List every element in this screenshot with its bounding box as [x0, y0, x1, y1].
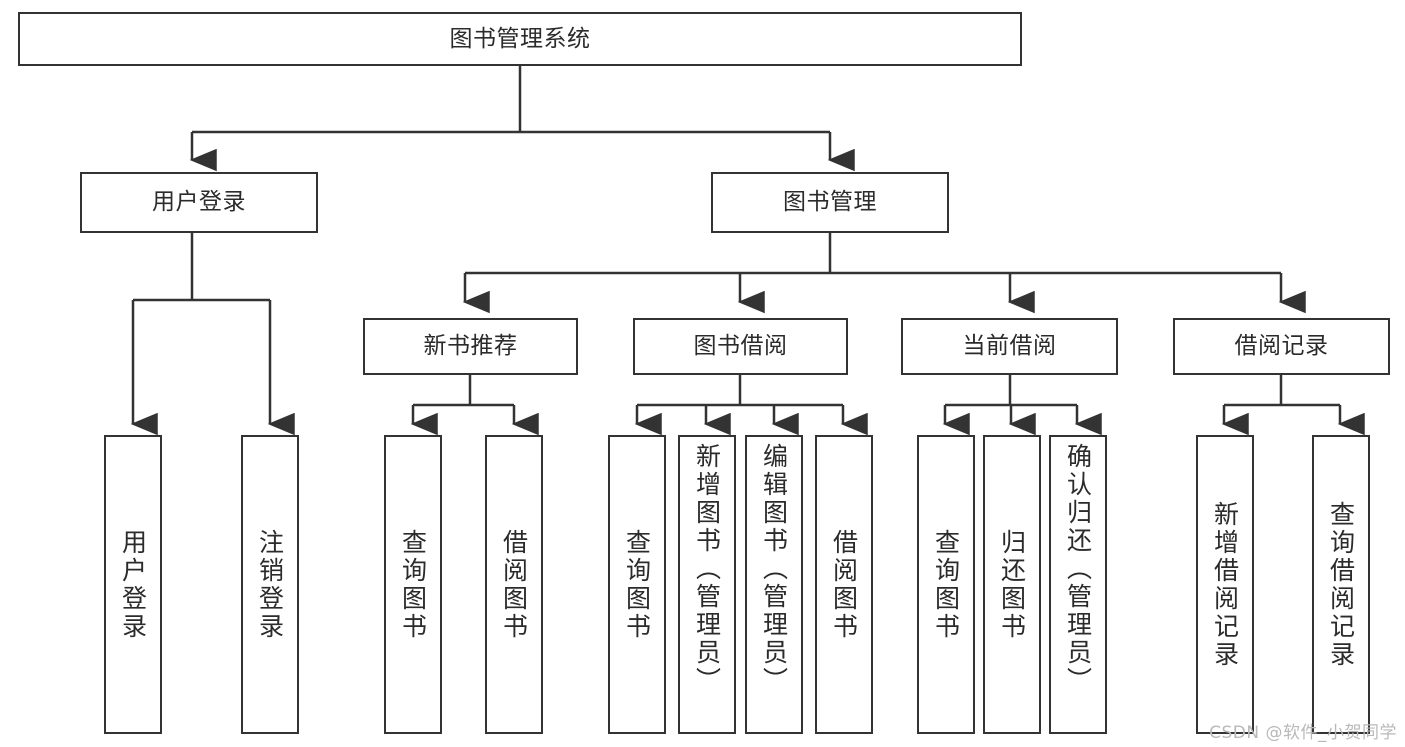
watermark-text: CSDN @软件_小贺同学: [1209, 723, 1397, 743]
node-label: 新增借阅记录: [1210, 500, 1240, 669]
leaf-current-borrow-query-book[interactable]: 查询图书: [917, 435, 975, 734]
leaf-borrow-record-query-record[interactable]: 查询借阅记录: [1312, 435, 1370, 734]
leaf-book-borrow-borrow-book[interactable]: 借阅图书: [815, 435, 873, 734]
node-label: 查询图书: [398, 528, 428, 641]
leaf-current-borrow-return-book[interactable]: 归还图书: [983, 435, 1041, 734]
leaf-new-book-borrow-book[interactable]: 借阅图书: [485, 435, 543, 734]
node-label: 用户登录: [118, 528, 148, 641]
leaf-book-borrow-add-book-admin[interactable]: 新增图书（管理员）: [678, 435, 736, 734]
node-label: 查询图书: [931, 528, 961, 641]
node-label: 归还图书: [997, 528, 1027, 641]
node-label: 图书管理系统: [449, 25, 591, 52]
node-label: 新增图书（管理员）: [692, 443, 722, 695]
node-label: 确认归还（管理员）: [1063, 443, 1093, 695]
leaf-user-login-logout[interactable]: 注销登录: [241, 435, 299, 734]
leaf-book-borrow-query-book[interactable]: 查询图书: [608, 435, 666, 734]
node-label: 查询图书: [622, 528, 652, 641]
node-new-book-recommend[interactable]: 新书推荐: [363, 318, 578, 375]
node-current-borrow[interactable]: 当前借阅: [901, 318, 1118, 375]
leaf-user-login-login[interactable]: 用户登录: [104, 435, 162, 734]
node-label: 当前借阅: [962, 333, 1057, 360]
node-label: 借阅图书: [829, 528, 859, 641]
node-borrow-record[interactable]: 借阅记录: [1173, 318, 1390, 375]
node-label: 用户登录: [152, 189, 246, 216]
leaf-borrow-record-add-record[interactable]: 新增借阅记录: [1196, 435, 1254, 734]
node-label: 图书管理: [783, 189, 877, 216]
node-label: 借阅记录: [1234, 333, 1329, 360]
node-label: 查询借阅记录: [1326, 500, 1356, 669]
node-label: 新书推荐: [423, 333, 518, 360]
node-book-management[interactable]: 图书管理: [711, 172, 949, 233]
leaf-current-borrow-confirm-return-admin[interactable]: 确认归还（管理员）: [1049, 435, 1107, 734]
node-label: 借阅图书: [499, 528, 529, 641]
node-user-login[interactable]: 用户登录: [80, 172, 318, 233]
node-label: 图书借阅: [693, 333, 788, 360]
leaf-book-borrow-edit-book-admin[interactable]: 编辑图书（管理员）: [745, 435, 803, 734]
node-label: 编辑图书（管理员）: [759, 443, 789, 695]
node-book-borrow[interactable]: 图书借阅: [633, 318, 848, 375]
leaf-new-book-query-book[interactable]: 查询图书: [384, 435, 442, 734]
node-root-book-management-system[interactable]: 图书管理系统: [18, 12, 1022, 66]
node-label: 注销登录: [255, 528, 285, 641]
